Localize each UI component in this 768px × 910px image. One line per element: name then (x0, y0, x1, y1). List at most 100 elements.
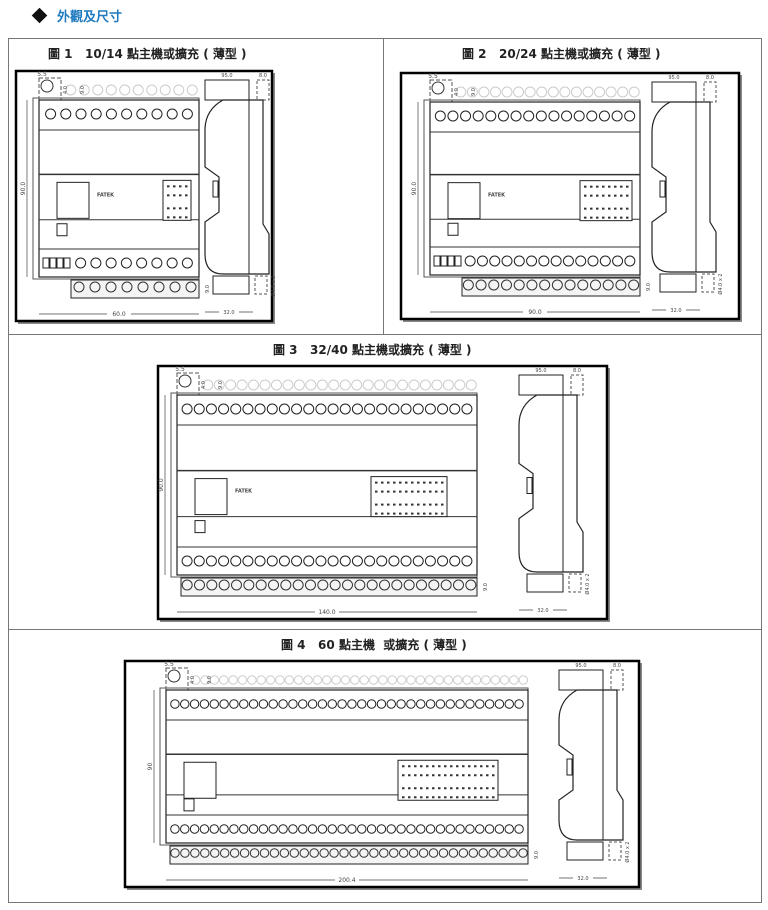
led (375, 503, 378, 506)
tab (183, 798, 195, 812)
faded-terminal (228, 675, 238, 685)
faded-terminal (406, 675, 416, 685)
strip-terminal (342, 579, 353, 591)
terminal (497, 110, 509, 122)
terminal (75, 108, 87, 120)
faded-terminal (594, 86, 606, 98)
led (167, 194, 170, 197)
led (462, 774, 465, 777)
led (435, 481, 438, 484)
terminal (193, 555, 205, 567)
dim-label: 90.0 (411, 182, 418, 196)
led (474, 787, 477, 790)
faded-terminal (499, 675, 510, 685)
terminal (268, 824, 278, 834)
strip-terminal (289, 848, 300, 858)
led (393, 490, 396, 493)
terminal (514, 699, 524, 709)
led (375, 512, 378, 515)
terminal (447, 110, 459, 122)
led (492, 765, 495, 768)
faded-terminal (293, 379, 305, 391)
led (450, 796, 453, 799)
terminal (219, 824, 229, 834)
terminal (464, 255, 476, 267)
figure-1-caption: 圖 1 10/14 點主機或擴充 ( 薄型 ) (48, 47, 247, 61)
strip-terminal (462, 279, 474, 291)
strip-terminal (628, 279, 640, 291)
faded-terminal (331, 675, 341, 685)
faded-terminal (259, 379, 271, 391)
led (185, 194, 188, 197)
faded-terminal (396, 675, 407, 685)
led (450, 787, 453, 790)
led (492, 774, 495, 777)
strip-terminal (200, 848, 210, 858)
terminal (337, 824, 347, 834)
diamond-icon (31, 7, 48, 24)
faded-terminal (340, 675, 351, 685)
terminal (315, 555, 327, 567)
terminal (166, 108, 178, 120)
terminal (230, 555, 242, 567)
dim-label-bg (107, 310, 131, 318)
led (381, 512, 384, 515)
dim-label: Ø4.0 x 2 (624, 841, 631, 862)
terminal (205, 555, 217, 567)
led (626, 216, 629, 219)
strip-terminal (210, 848, 220, 858)
faded-terminal (454, 379, 466, 391)
terminal (445, 824, 455, 834)
dim-label-bg (335, 876, 359, 884)
strip-terminal (218, 579, 230, 591)
strip-terminal (153, 281, 165, 293)
side-bottom-block (659, 273, 697, 293)
terminal (550, 255, 562, 267)
terminal (504, 824, 514, 834)
terminal (303, 555, 315, 567)
dim-label: 5.5 (428, 73, 438, 80)
faded-terminal (453, 675, 463, 685)
terminal (424, 403, 436, 415)
terminal (504, 699, 514, 709)
led (387, 490, 390, 493)
terminal (548, 110, 560, 122)
led (590, 216, 593, 219)
brand-logo: FATEK (488, 193, 506, 199)
strip-terminal (369, 848, 379, 858)
terminal (562, 255, 574, 267)
terminal (437, 403, 449, 415)
led (614, 216, 617, 219)
terminal (268, 699, 278, 709)
faded-terminal (219, 675, 229, 685)
led (602, 216, 605, 219)
strip-terminal (105, 281, 117, 293)
led (480, 787, 483, 790)
faded-terminal (559, 86, 571, 98)
faded-terminal (236, 379, 248, 391)
led (438, 765, 441, 768)
terminal (170, 824, 180, 834)
terminal (366, 824, 377, 834)
led (405, 512, 408, 515)
strip-terminal (359, 848, 369, 858)
led (426, 774, 429, 777)
strip-terminal (526, 279, 538, 291)
terminal (538, 255, 550, 267)
led (486, 765, 489, 768)
terminal (376, 824, 387, 834)
strip-terminal (181, 579, 193, 591)
led (444, 796, 447, 799)
led (608, 207, 611, 210)
section-header: 外觀及尺寸 (30, 6, 122, 25)
terminal (209, 824, 219, 834)
led (602, 185, 605, 188)
led (432, 796, 435, 799)
led-panel (397, 759, 499, 801)
terminal (278, 403, 290, 415)
strip-terminal (170, 848, 180, 858)
faded-terminal (265, 675, 276, 685)
led (435, 503, 438, 506)
dim-label: 95.0 (575, 663, 586, 669)
terminal (461, 555, 473, 567)
